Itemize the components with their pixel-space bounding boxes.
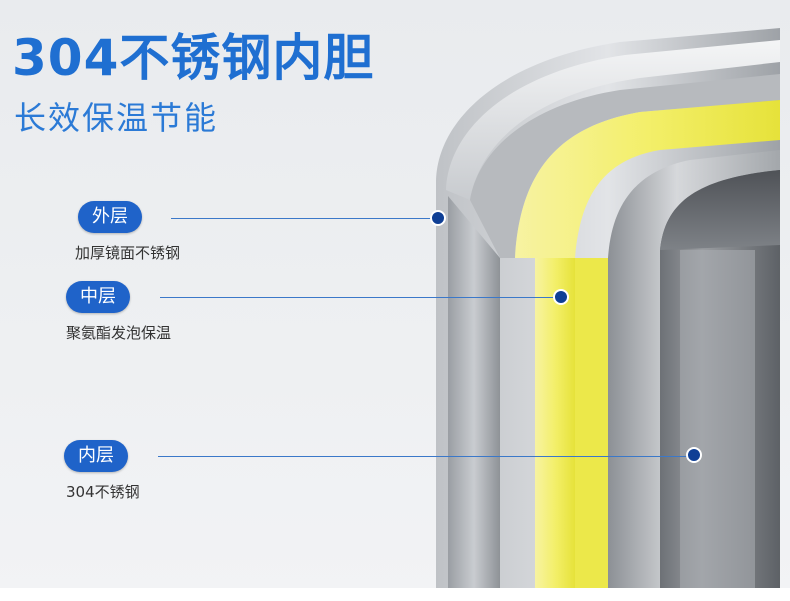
outer-layer-badge: 外层 [78,201,142,233]
page-title: 304不锈钢内胆 [12,29,375,87]
bottom-margin [0,588,790,601]
inner-layer-marker [686,447,702,463]
middle-layer-description: 聚氨酯发泡保温 [66,324,172,342]
outer-layer-marker [430,210,446,226]
page-subtitle: 长效保温节能 [14,99,219,137]
middle-layer-leader-line [160,297,556,298]
middle-layer-badge: 中层 [66,281,130,313]
inner-layer-badge: 内层 [64,440,128,472]
outer-layer-leader-line [171,218,437,219]
inner-layer-description: 304不锈钢 [66,483,140,501]
outer-layer-description: 加厚镜面不锈钢 [75,244,181,262]
middle-layer-marker [553,289,569,305]
inner-layer-leader-line [158,456,690,457]
